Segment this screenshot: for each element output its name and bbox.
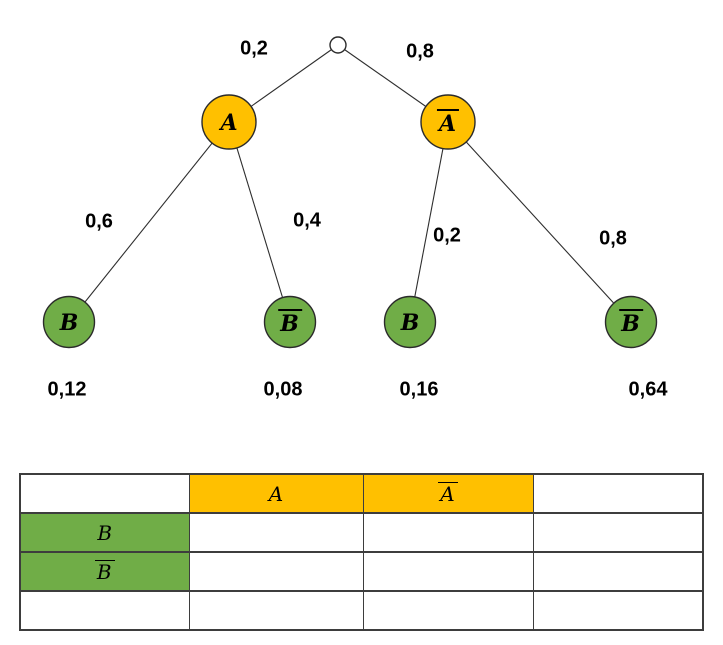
row-header-blank [19, 590, 190, 631]
node-b-bar-left-circle [263, 295, 317, 349]
edge-a-to-b [68, 121, 230, 323]
table-row-b-bar: B [19, 551, 704, 592]
branch-label-a-bar-to-b: 0,2 [433, 224, 461, 247]
column-header-a: A [188, 473, 364, 514]
node-b-right-circle [383, 295, 437, 349]
contingency-table: A A B B [19, 473, 704, 631]
cell-b-bar-a [188, 551, 364, 592]
table-header-row: A A [19, 473, 704, 514]
leaf-probability-a-bar-and-b: 0,16 [399, 378, 439, 401]
row-header-b: B [19, 512, 190, 553]
cell-total-a [188, 590, 364, 631]
cell-b-a [188, 512, 364, 553]
cell-b-bar-a-bar [362, 551, 534, 592]
cell-b-total [532, 512, 704, 553]
cell-total-a-bar [362, 590, 534, 631]
row-header-b-bar: B [19, 551, 190, 592]
node-b-right-label: B [400, 310, 420, 336]
leaf-probability-a-and-b-bar: 0,08 [263, 378, 303, 401]
branch-label-a-bar-to-b-bar: 0,8 [599, 227, 627, 250]
edge-a-to-b-bar [228, 121, 291, 323]
branch-label-a-to-b: 0,6 [85, 210, 113, 233]
node-b-bar-right-label: B [619, 309, 643, 337]
node-a-circle [201, 94, 257, 150]
tree-graph [42, 36, 658, 349]
column-header-a-bar: A [362, 473, 534, 514]
column-header-blank [532, 473, 704, 514]
cell-b-bar-total [532, 551, 704, 592]
node-b-bar-left-label: B [278, 309, 302, 337]
node-a-label: A [220, 110, 238, 136]
leaf-probability-a-and-b: 0,12 [47, 378, 87, 401]
branch-label-root-to-a: 0,2 [240, 37, 268, 60]
table-bottom-row [19, 590, 704, 631]
table-corner-cell [19, 473, 190, 514]
node-b-left-label: B [59, 310, 79, 336]
edge-a-bar-to-b [409, 121, 449, 323]
cell-grand-total [532, 590, 704, 631]
root-node-circle [329, 36, 347, 54]
node-a-bar-label: A [436, 109, 460, 137]
branch-label-root-to-a-bar: 0,8 [406, 40, 434, 63]
node-a-bar-circle [420, 94, 476, 150]
node-b-bar-right-circle [604, 295, 658, 349]
cell-b-a-bar [362, 512, 534, 553]
branch-label-a-to-b-bar: 0,4 [293, 209, 321, 232]
node-b-left-circle [42, 295, 96, 349]
leaf-probability-a-bar-and-b-bar: 0,64 [628, 378, 668, 401]
table-row-b: B [19, 512, 704, 553]
edge-a-bar-to-b-bar [447, 121, 632, 323]
